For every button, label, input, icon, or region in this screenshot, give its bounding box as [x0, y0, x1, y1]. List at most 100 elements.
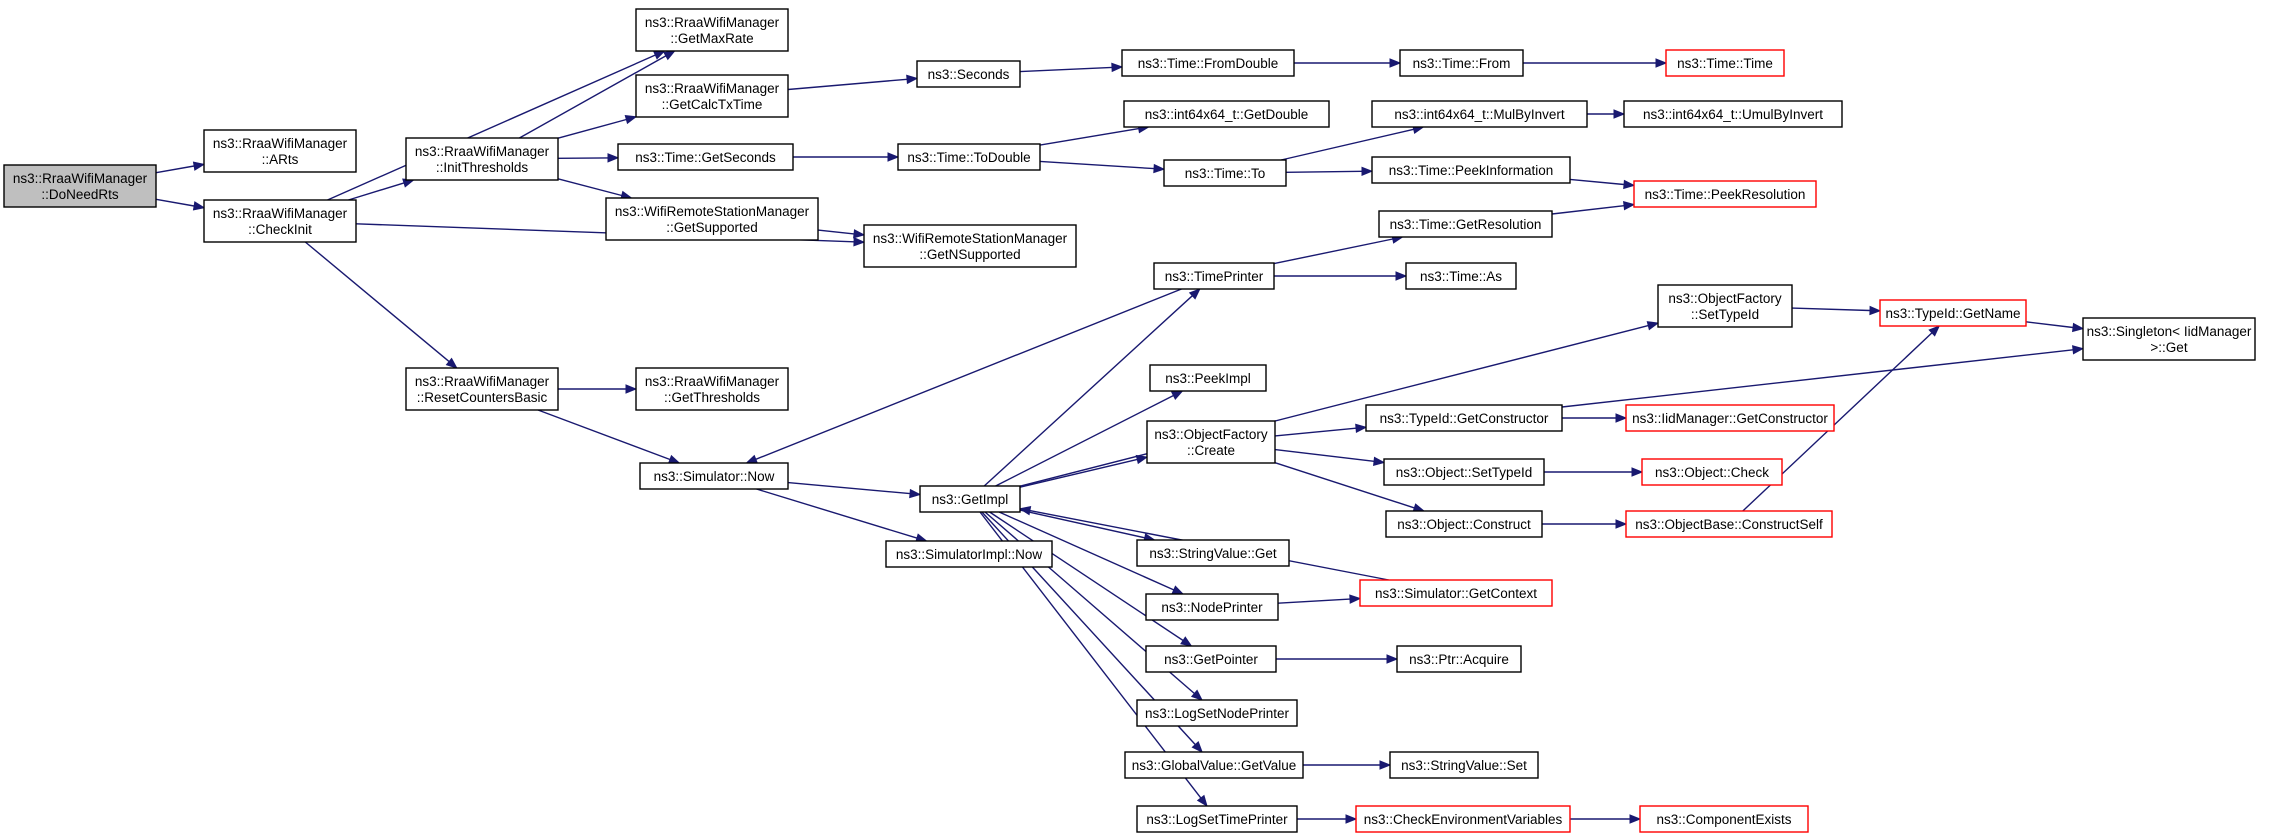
node-label: ns3::ObjectFactory [1154, 427, 1268, 442]
node-initthresholds[interactable]: ns3::RraaWifiManager::InitThresholds [405, 137, 559, 181]
node-todouble[interactable]: ns3::Time::ToDouble [897, 143, 1041, 171]
node-doneedrts: ns3::RraaWifiManager::DoNeedRts [3, 164, 157, 208]
edge-line [1019, 66, 1113, 73]
node-label: ns3::RraaWifiManager [415, 374, 550, 389]
node-getthresholds[interactable]: ns3::RraaWifiManager::GetThresholds [635, 367, 789, 411]
node-label: ns3::WifiRemoteStationManager [615, 204, 810, 219]
arrowhead [2072, 345, 2085, 355]
arrowhead [853, 237, 866, 247]
node-timegetseconds[interactable]: ns3::Time::GetSeconds [617, 143, 794, 171]
node-box [1136, 805, 1298, 833]
node-label: ns3::Simulator::Now [654, 469, 775, 484]
edge-line [1039, 160, 1155, 170]
edge-line [755, 288, 1182, 460]
node-box [1385, 510, 1543, 538]
node-box [1163, 159, 1287, 187]
node-label: ::InitThresholds [436, 160, 529, 175]
node-mulbyinvert[interactable]: ns3::int64x64_t::MulByInvert [1371, 100, 1588, 128]
arrowhead [909, 488, 922, 499]
node-getresolution[interactable]: ns3::Time::GetResolution [1378, 210, 1553, 238]
node-checkinit[interactable]: ns3::RraaWifiManager::CheckInit [203, 199, 357, 243]
node-seconds[interactable]: ns3::Seconds [916, 60, 1021, 88]
edge-line [557, 118, 627, 139]
node-label: ::ResetCountersBasic [417, 390, 548, 405]
node-box [3, 164, 157, 208]
node-box [1355, 805, 1571, 833]
node-box [1639, 805, 1809, 833]
arrowhead [667, 454, 681, 464]
edge-line [348, 182, 405, 201]
node-box [1145, 645, 1277, 673]
node-objconstruct[interactable]: ns3::Object::Construct [1385, 510, 1543, 538]
node-timeprinter[interactable]: ns3::TimePrinter [1153, 262, 1275, 290]
node-timeto[interactable]: ns3::Time::To [1163, 159, 1287, 187]
node-objcheck[interactable]: ns3::Object::Check [1641, 458, 1783, 486]
node-constructself[interactable]: ns3::ObjectBase::ConstructSelf [1625, 510, 1833, 538]
node-simgetcontext[interactable]: ns3::Simulator::GetContext [1359, 579, 1553, 607]
node-componentexists[interactable]: ns3::ComponentExists [1639, 805, 1809, 833]
node-i64getdouble[interactable]: ns3::int64x64_t::GetDouble [1123, 100, 1330, 128]
node-ofsettypeid[interactable]: ns3::ObjectFactory::SetTypeId [1657, 284, 1793, 328]
node-ptracquire[interactable]: ns3::Ptr::Acquire [1396, 645, 1522, 673]
node-logsetnodeprinter[interactable]: ns3::LogSetNodePrinter [1136, 699, 1298, 727]
node-typeidgetname[interactable]: ns3::TypeId::GetName [1879, 299, 2027, 327]
node-stringvalueset[interactable]: ns3::StringValue::Set [1389, 751, 1539, 779]
edge-line [1273, 238, 1393, 265]
edge-getimpl-to-ofcreate [1019, 454, 1149, 488]
node-timeas[interactable]: ns3::Time::As [1405, 262, 1517, 290]
node-logsettimeprinter[interactable]: ns3::LogSetTimePrinter [1136, 805, 1298, 833]
node-timefrom[interactable]: ns3::Time::From [1399, 49, 1524, 77]
edge-fromdouble-to-timefrom [1294, 58, 1402, 68]
node-objsettypeid[interactable]: ns3::Object::SetTypeId [1383, 458, 1545, 486]
node-nodeprinter[interactable]: ns3::NodePrinter [1145, 593, 1279, 621]
node-box [635, 367, 789, 411]
node-fromdouble[interactable]: ns3::Time::FromDouble [1121, 49, 1295, 77]
edge-line [155, 198, 195, 207]
arrowhead [1171, 585, 1185, 595]
node-getpointer[interactable]: ns3::GetPointer [1145, 645, 1277, 673]
node-label: ns3::Time::GetResolution [1390, 217, 1542, 232]
node-arts[interactable]: ns3::RraaWifiManager::ARts [203, 129, 357, 173]
node-peekimpl[interactable]: ns3::PeekImpl [1149, 364, 1267, 392]
node-checkenv[interactable]: ns3::CheckEnvironmentVariables [1355, 805, 1571, 833]
arrowhead [663, 50, 676, 61]
node-ofcreate[interactable]: ns3::ObjectFactory::Create [1146, 420, 1276, 464]
node-resetcountersbasic[interactable]: ns3::RraaWifiManager::ResetCountersBasic [405, 367, 559, 411]
edge-nodeprinter-to-simgetcontext [1277, 594, 1362, 604]
node-box [405, 137, 559, 181]
arrowhead [1631, 467, 1644, 477]
node-label: ns3::Ptr::Acquire [1409, 652, 1509, 667]
node-label: ns3::Singleton< IidManager [2087, 324, 2252, 339]
edge-initthresholds-to-timegetseconds [557, 153, 620, 163]
node-timetime[interactable]: ns3::Time::Time [1665, 49, 1785, 77]
arrowhead [1018, 505, 1032, 516]
node-label: ns3::Object::Check [1655, 465, 1769, 480]
node-getnsupported[interactable]: ns3::WifiRemoteStationManager::GetNSuppo… [863, 224, 1077, 268]
node-globalvaluegetvalue[interactable]: ns3::GlobalValue::GetValue [1124, 751, 1304, 779]
node-getcalctxtime[interactable]: ns3::RraaWifiManager::GetCalcTxTime [635, 74, 789, 118]
node-getmaxrate[interactable]: ns3::RraaWifiManager::GetMaxRate [635, 8, 789, 52]
node-umulbyinvert[interactable]: ns3::int64x64_t::UmulByInvert [1623, 100, 1843, 128]
node-simnow[interactable]: ns3::Simulator::Now [639, 462, 789, 490]
node-box [1378, 210, 1553, 238]
node-getimpl[interactable]: ns3::GetImpl [919, 485, 1021, 513]
node-peekinformation[interactable]: ns3::Time::PeekInformation [1371, 156, 1571, 184]
arrowhead [625, 384, 638, 394]
node-simimplnow[interactable]: ns3::SimulatorImpl::Now [885, 540, 1053, 568]
node-peekresolution[interactable]: ns3::Time::PeekResolution [1633, 180, 1817, 208]
arrowhead [1629, 814, 1642, 824]
arrowhead [1345, 814, 1358, 824]
arrowhead [887, 152, 900, 162]
edge-initthresholds-to-getcalctxtime [557, 115, 638, 139]
node-label: ns3::IidManager::GetConstructor [1632, 411, 1828, 426]
node-typeidgetconstructor[interactable]: ns3::TypeId::GetConstructor [1365, 404, 1563, 432]
node-singletonget[interactable]: ns3::Singleton< IidManager>::Get [2082, 317, 2256, 361]
node-getsupported[interactable]: ns3::WifiRemoteStationManager::GetSuppor… [605, 197, 819, 241]
node-iidgetconstructor[interactable]: ns3::IidManager::GetConstructor [1625, 404, 1835, 432]
node-label: ns3::Object::Construct [1397, 517, 1531, 532]
arrowhead [1361, 166, 1374, 177]
node-stringvalueget[interactable]: ns3::StringValue::Get [1136, 539, 1290, 567]
arrowhead [607, 153, 620, 163]
edge-ofcreate-to-objsettypeid [1274, 448, 1386, 466]
edge-line [983, 295, 1193, 487]
